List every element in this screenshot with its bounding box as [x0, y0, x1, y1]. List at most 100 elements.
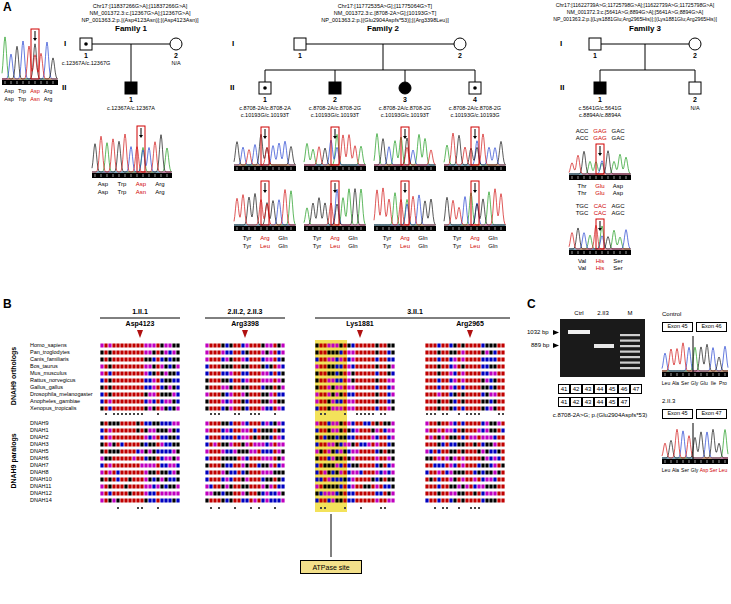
sequence-residue: [164, 464, 167, 468]
sequence-residue: [449, 450, 452, 454]
sequence-residue: [489, 436, 492, 440]
sequence-residue: [241, 457, 244, 461]
sequence-residue: [359, 471, 362, 475]
sequence-residue: [168, 478, 171, 482]
sequence-residue: [108, 379, 111, 383]
sequence-residue: [156, 365, 159, 369]
sequence-residue: [445, 457, 448, 461]
sequence-residue: [112, 351, 115, 355]
sequence-residue: [168, 464, 171, 468]
sequence-residue: [233, 457, 236, 461]
sequence-residue: [144, 492, 147, 496]
sequence-residue: [477, 358, 480, 362]
chromatogram-tick: [495, 167, 496, 170]
sequence-residue: [241, 386, 244, 390]
sequence-residue: [221, 499, 224, 503]
sequence-residue: [253, 499, 256, 503]
sequence-residue: [237, 400, 240, 404]
sequence-residue: [164, 471, 167, 475]
sequence-residue: [355, 471, 358, 475]
sequence-residue: [327, 457, 330, 461]
sequence-residue: [359, 358, 362, 362]
sequence-residue: [237, 372, 240, 376]
sequence-residue: [112, 464, 115, 468]
pedigree-line: [645, 44, 646, 70]
sequence-residue: [269, 358, 272, 362]
sequence-residue: [363, 443, 366, 447]
sequence-residue: [481, 450, 484, 454]
sequence-residue: [120, 471, 123, 475]
sequence-residue: [281, 464, 284, 468]
sequence-residue: [485, 386, 488, 390]
sequence-residue: [156, 379, 159, 383]
chromatogram-tick: [584, 176, 585, 179]
sequence-residue: [391, 358, 394, 362]
sequence-residue: [140, 464, 143, 468]
sequence-residue: [481, 407, 484, 411]
sequence-residue: [355, 499, 358, 503]
chromatogram-tick: [602, 176, 603, 179]
sequence-residue: [371, 457, 374, 461]
sequence-residue: [355, 422, 358, 426]
sequence-residue: [108, 351, 111, 355]
sequence-residue: [269, 464, 272, 468]
sequence-residue: [112, 457, 115, 461]
sequence-residue: [104, 492, 107, 496]
sequence-residue: [128, 400, 131, 404]
sequence-residue: [351, 358, 354, 362]
sequence-residue: [449, 407, 452, 411]
sequence-residue: [116, 478, 119, 482]
sequence-residue: [245, 499, 248, 503]
sequence-residue: [343, 344, 346, 348]
sequence-residue: [465, 422, 468, 426]
sequence-residue: [367, 492, 370, 496]
sequence-residue: [112, 499, 115, 503]
sequence-residue: [277, 365, 280, 369]
sequence-residue: [331, 450, 334, 454]
sequence-residue: [481, 429, 484, 433]
sequence-residue: [461, 379, 464, 383]
chromatogram-tick: [578, 176, 579, 179]
sequence-residue: [257, 485, 260, 489]
sequence-residue: [233, 358, 236, 362]
sequence-residue: [160, 422, 163, 426]
sequence-residue: [144, 450, 147, 454]
sequence-residue: [335, 464, 338, 468]
sequence-residue: [477, 422, 480, 426]
sequence-residue: [136, 499, 139, 503]
sequence-residue: [237, 457, 240, 461]
mutation-arrow: [141, 128, 142, 136]
sequence-residue: [205, 386, 208, 390]
sequence-residue: [132, 365, 135, 369]
sequence-residue: [217, 450, 220, 454]
sequence-residue: [253, 478, 256, 482]
sequence-residue: [339, 351, 342, 355]
sequence-residue: [315, 344, 318, 348]
chromatogram-tick: [291, 227, 292, 230]
sequence-residue: [132, 400, 135, 404]
pedigree-line: [405, 70, 406, 82]
sequence-residue: [331, 471, 334, 475]
sequence-residue: [205, 478, 208, 482]
sequence-residue: [493, 372, 496, 376]
highlight-box: [471, 127, 479, 165]
sequence-residue: [391, 351, 394, 355]
sequence-residue: [269, 429, 272, 433]
conservation-mark: [214, 413, 216, 415]
sequence-residue: [160, 379, 163, 383]
sequence-residue: [229, 344, 232, 348]
sequence-residue: [132, 358, 135, 362]
sequence-residue: [217, 365, 220, 369]
sequence-residue: [100, 436, 103, 440]
sequence-residue: [351, 400, 354, 404]
sequence-residue: [273, 436, 276, 440]
sequence-residue: [261, 344, 264, 348]
sequence-residue: [453, 443, 456, 447]
highlight-box: [401, 127, 409, 165]
sequence-residue: [493, 450, 496, 454]
sequence-residue: [343, 386, 346, 390]
sequence-residue: [371, 351, 374, 355]
sequence-residue: [347, 422, 350, 426]
sequence-residue: [164, 478, 167, 482]
